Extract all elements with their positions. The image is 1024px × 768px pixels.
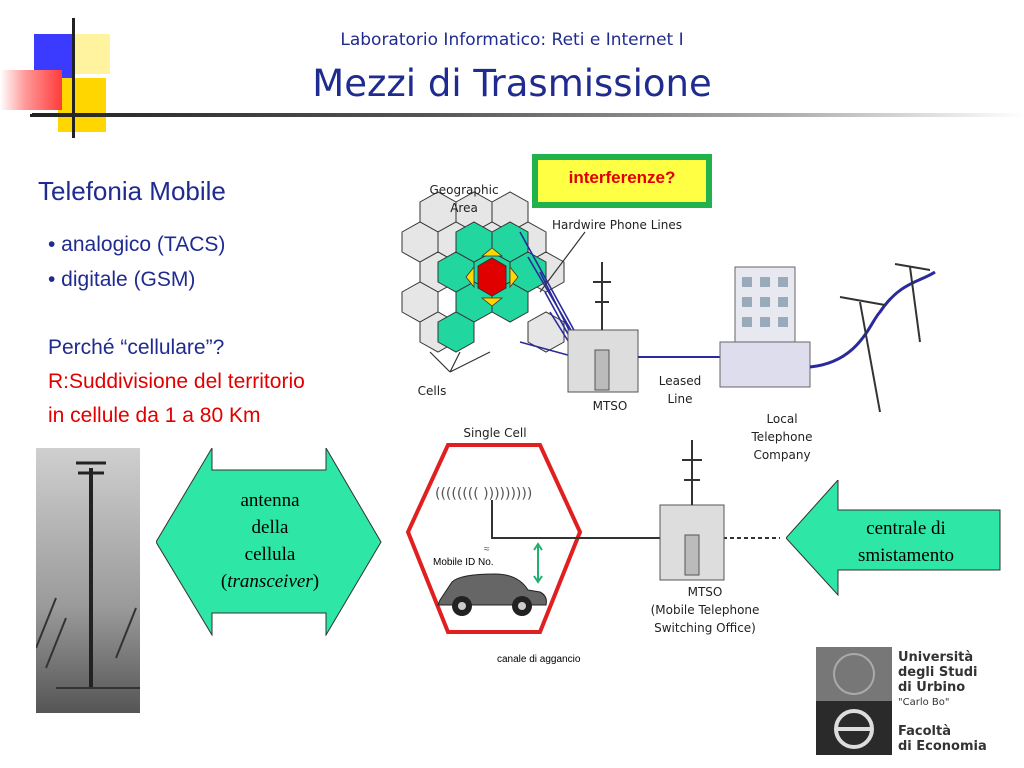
- network-diagram: [401, 191, 936, 413]
- single-cell-diagram: (((((((( ))))))))) ≈: [405, 440, 780, 634]
- section-title: Telefonia Mobile: [38, 176, 226, 206]
- question-text: Perché “cellulare”?: [48, 336, 225, 359]
- center-cell: [477, 257, 507, 297]
- university-name: Università degli Studi di Urbino "Carlo …: [898, 650, 978, 708]
- slide-title: Mezzi di Trasmissione: [312, 62, 712, 105]
- label-hardwire-lines: Hardwire Phone Lines: [552, 218, 682, 232]
- university-seal: [816, 647, 892, 755]
- mtso-bottom-building: [659, 440, 725, 581]
- telephone-building: [719, 266, 811, 388]
- course-title: Laboratorio Informatico: Reti e Internet…: [340, 30, 684, 50]
- label-geographic-area: Geographic Area: [429, 183, 499, 215]
- svg-text:(((((((( ))))))))): (((((((( ))))))))): [435, 486, 532, 502]
- label-mtso-top: MTSO: [592, 399, 628, 413]
- central-arrow-label: centrale di smistamento: [857, 518, 955, 566]
- answer-line-1: R:Suddivisione del territorio: [48, 370, 305, 393]
- antenna-arrow-label: antenna della cellula (transceiver): [220, 490, 320, 592]
- car-icon: [437, 573, 547, 616]
- label-mobile-id: Mobile ID No.: [433, 557, 494, 568]
- answer-line-2: in cellule da 1 a 80 Km: [48, 404, 261, 427]
- interference-label: interferenze?: [538, 160, 706, 202]
- interference-box: interferenze?: [532, 154, 712, 208]
- single-cell-outline: [405, 443, 583, 634]
- antenna-photo: [35, 448, 140, 713]
- yellow-arrows: [465, 247, 519, 307]
- antenna-arrow-shape: [156, 448, 382, 636]
- label-channel: canale di aggancio: [497, 654, 581, 665]
- faculty-name: Facoltà di Economia: [898, 724, 987, 754]
- label-single-cell: Single Cell: [463, 426, 527, 440]
- central-arrow-shape: [786, 480, 1001, 596]
- label-cells: Cells: [417, 384, 447, 398]
- title-divider: [32, 113, 1024, 117]
- utility-poles: [839, 263, 931, 413]
- mtso-top-building: [567, 262, 639, 393]
- bullet-digital: • digitale (GSM): [48, 268, 196, 291]
- bullet-analog: • analogico (TACS): [48, 233, 226, 256]
- svg-text:≈: ≈: [484, 544, 490, 555]
